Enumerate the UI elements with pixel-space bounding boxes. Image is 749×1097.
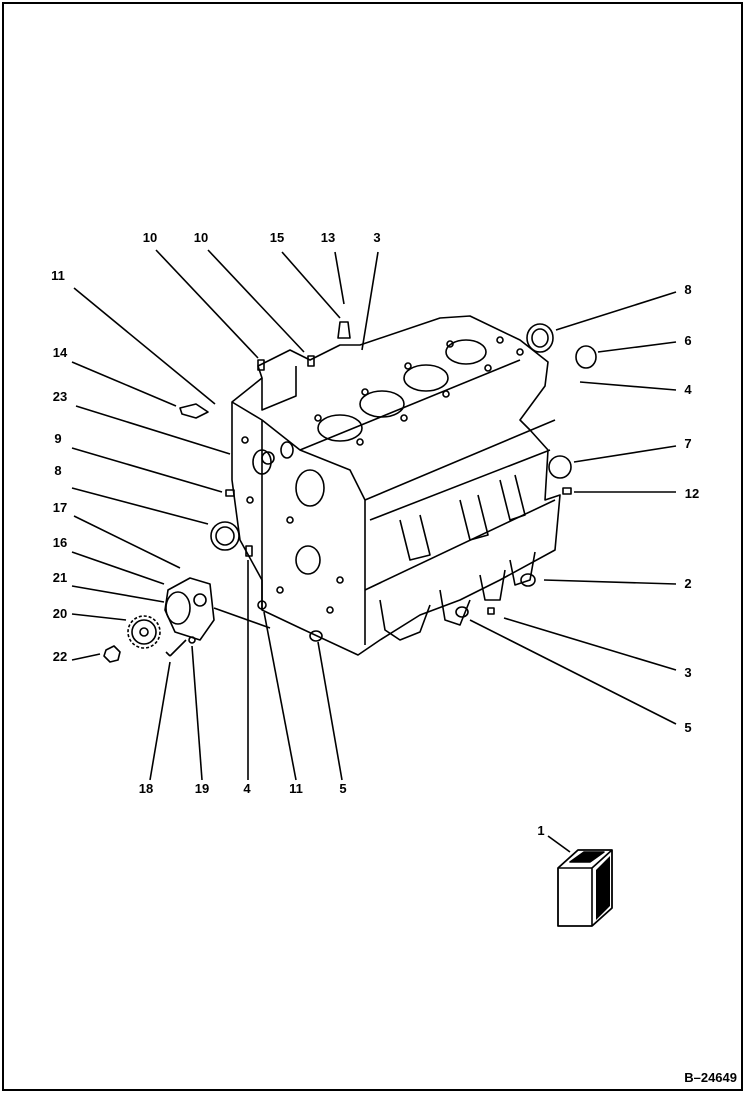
callout-17: 17 xyxy=(52,500,68,515)
callout-7: 7 xyxy=(684,436,692,451)
callout-12: 12 xyxy=(684,486,700,501)
bolt xyxy=(165,639,187,657)
callout-9: 9 xyxy=(54,431,62,446)
switch-14 xyxy=(179,403,209,419)
callout-22: 22 xyxy=(52,649,68,664)
callout-6: 6 xyxy=(684,333,692,348)
callout-4-right: 4 xyxy=(684,382,692,397)
callout-3-right: 3 xyxy=(684,665,692,680)
plug-4 xyxy=(245,545,253,557)
jet-15 xyxy=(337,321,351,339)
cap xyxy=(575,345,597,369)
callout-16: 16 xyxy=(52,535,68,550)
oil-pump-assembly xyxy=(164,577,271,641)
pin-10a xyxy=(257,359,265,371)
callout-4-bottom: 4 xyxy=(243,781,251,796)
callout-14: 14 xyxy=(52,345,68,360)
figure-reference: B–24649 xyxy=(684,1070,737,1085)
callout-2: 2 xyxy=(684,576,692,591)
plug-5 xyxy=(455,606,469,618)
pin-12 xyxy=(562,487,572,495)
callout-8-left: 8 xyxy=(54,463,62,478)
callout-8-right: 8 xyxy=(684,282,692,297)
callout-20: 20 xyxy=(52,606,68,621)
seal-left xyxy=(210,521,240,551)
callout-13: 13 xyxy=(320,230,336,245)
plug-23 xyxy=(261,451,275,465)
callout-18: 18 xyxy=(138,781,154,796)
pin-11b xyxy=(257,600,267,610)
callout-15: 15 xyxy=(269,230,285,245)
callout-23: 23 xyxy=(52,389,68,404)
callout-1: 1 xyxy=(537,823,545,838)
leader-lines xyxy=(71,249,677,853)
callout-11-bottom: 11 xyxy=(289,781,303,796)
seal-right xyxy=(526,323,554,353)
gear xyxy=(127,615,161,649)
callout-19: 19 xyxy=(194,781,210,796)
plug-5b xyxy=(309,630,323,642)
callout-10-b: 10 xyxy=(193,230,209,245)
plug-3b xyxy=(487,607,495,615)
callout-10-a: 10 xyxy=(142,230,158,245)
plug-2 xyxy=(520,573,536,587)
pin-10b xyxy=(307,355,315,367)
cylinder-block xyxy=(231,315,561,656)
gasket-kit-box xyxy=(557,849,613,927)
callout-3-top: 3 xyxy=(373,230,381,245)
callout-21: 21 xyxy=(52,570,68,585)
callout-5-right: 5 xyxy=(684,720,692,735)
callout-5-bottom: 5 xyxy=(339,781,347,796)
callout-11-top: 11 xyxy=(51,268,65,283)
pin-9 xyxy=(225,489,235,497)
washer xyxy=(188,636,196,644)
nut xyxy=(103,645,121,663)
plug-7 xyxy=(548,455,572,479)
